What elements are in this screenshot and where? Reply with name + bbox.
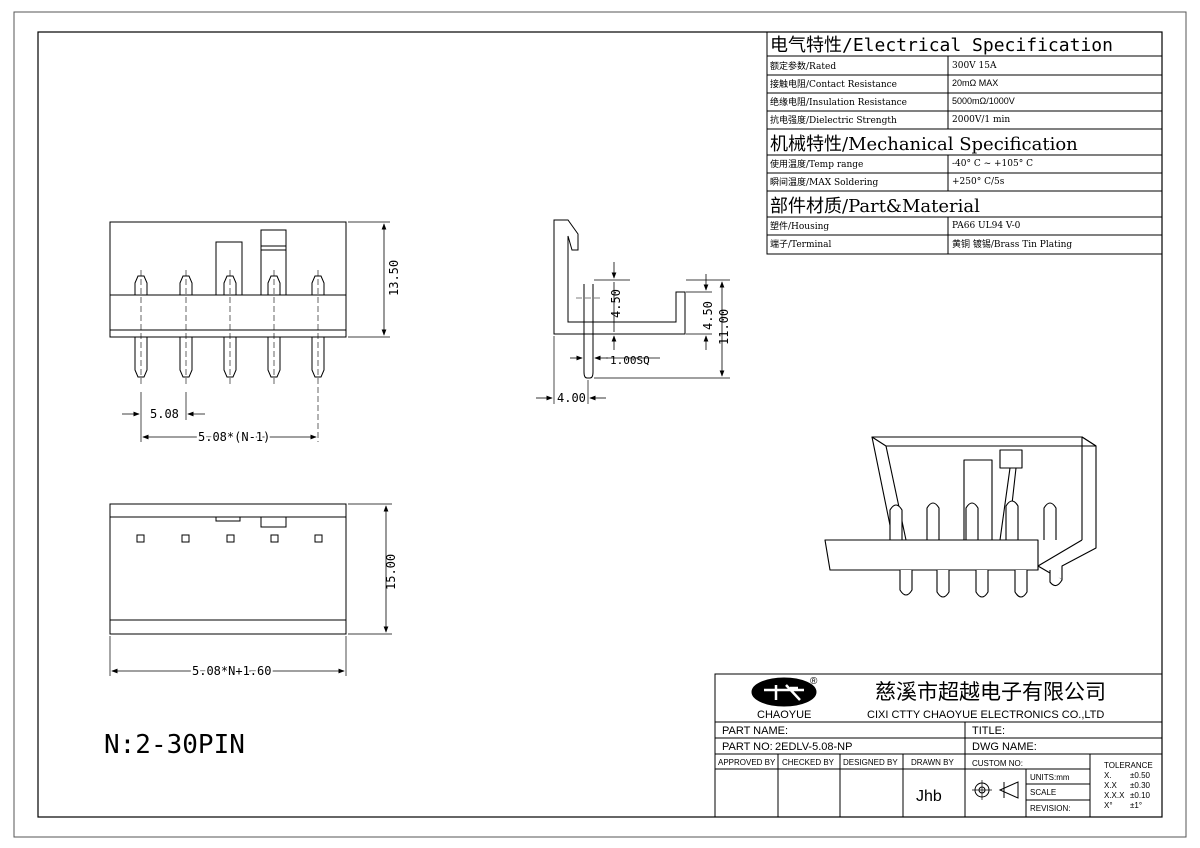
- units-label: UNITS:mm: [1030, 773, 1070, 782]
- side-pin-height-a: 4.50: [609, 289, 623, 318]
- drawn-by-value: Jhb: [916, 788, 942, 805]
- front-height-dim: 13.50: [387, 260, 401, 296]
- spec-value-temp: -40° C ~ +105° C: [952, 159, 1033, 169]
- scale-label: SCALE: [1030, 788, 1056, 797]
- spec-value-rated: 300V 15A: [952, 61, 997, 71]
- approved-by-label: APPROVED BY: [718, 758, 776, 767]
- title-block: [714, 673, 1163, 818]
- spec-label-housing: 塑件/Housing: [770, 220, 829, 232]
- part-no-label: PART NO:: [722, 741, 773, 753]
- logo-registered-mark: ®: [810, 676, 818, 687]
- side-total-height: 11.00: [717, 309, 731, 345]
- bottom-width-dim: 5.08*N+1.60: [192, 664, 271, 678]
- spec-value-contact: 20mΩ MAX: [952, 78, 998, 88]
- tolerance-key-2: X.X.X: [1104, 791, 1125, 800]
- pin-range-label: N:2-30PIN: [104, 730, 245, 760]
- outer-frame: [13, 11, 1187, 838]
- tolerance-val-3: ±1°: [1130, 801, 1142, 810]
- custom-no-label: CUSTOM NO:: [972, 759, 1023, 768]
- part-no-value: 2EDLV-5.08-NP: [775, 741, 852, 753]
- checked-by-label: CHECKED BY: [782, 758, 835, 767]
- spec-label-terminal: 端子/Terminal: [770, 238, 832, 250]
- spec-label-soldering: 瞬间温度/MAX Soldering: [770, 176, 879, 188]
- tolerance-key-0: X.: [1104, 771, 1112, 780]
- side-view: [536, 219, 730, 404]
- bottom-view: [109, 503, 392, 676]
- spec-label-insulation: 绝缘电阻/Insulation Resistance: [770, 96, 907, 108]
- material-title: 部件材质/Part&Material: [770, 196, 980, 217]
- spec-label-dielectric: 抗电强度/Dielectric Strength: [770, 114, 897, 126]
- spec-label-rated: 额定参数/Rated: [770, 60, 836, 72]
- tolerance-val-1: ±0.30: [1130, 781, 1151, 790]
- drawn-by-label: DRAWN BY: [911, 758, 954, 767]
- tolerance-key-1: X.X: [1104, 781, 1118, 790]
- company-name-cn: 慈溪市超越电子有限公司: [875, 681, 1106, 704]
- bottom-height-dim: 15.00: [384, 554, 398, 590]
- side-offset-dim: 4.00: [557, 391, 586, 405]
- pitch-total-dim: 5.08*(N-1): [198, 430, 270, 444]
- part-name-label: PART NAME:: [722, 725, 788, 737]
- tolerance-title: TOLERANCE: [1104, 761, 1153, 770]
- mechanical-spec-title: 机械特性/Mechanical Specification: [770, 134, 1078, 155]
- spec-value-terminal: 黄铜 镀锡/Brass Tin Plating: [952, 238, 1072, 250]
- isometric-view: [824, 436, 1097, 598]
- spec-value-soldering: +250° C/5s: [952, 177, 1005, 187]
- dwg-name-label: DWG NAME:: [972, 741, 1037, 753]
- side-pin-height-b: 4.50: [701, 301, 715, 330]
- pitch-dim: 5.08: [150, 407, 179, 421]
- title-label: TITLE:: [972, 725, 1005, 737]
- front-view: [109, 221, 390, 442]
- spec-table: [766, 31, 1163, 255]
- revision-label: REVISION:: [1030, 804, 1070, 813]
- tolerance-val-0: ±0.50: [1130, 771, 1151, 780]
- tolerance-key-3: X°: [1104, 801, 1113, 810]
- electrical-spec-title: 电气特性/Electrical Specification: [770, 35, 1113, 56]
- company-name-en: CIXI CTTY CHAOYUE ELECTRONICS CO.,LTD: [867, 709, 1104, 721]
- spec-label-temp: 使用温度/Temp range: [770, 158, 863, 170]
- pin-square-dim: 1.00SQ: [610, 354, 650, 367]
- company-logo-icon: [751, 677, 817, 707]
- spec-value-dielectric: 2000V/1 min: [952, 115, 1010, 125]
- inner-frame: [37, 31, 1163, 818]
- logo-text: CHAOYUE: [757, 709, 811, 721]
- tolerance-val-2: ±0.10: [1130, 791, 1151, 800]
- spec-value-insulation: 5000mΩ/1000V: [952, 96, 1015, 106]
- spec-value-housing: PA66 UL94 V-0: [952, 221, 1021, 231]
- spec-label-contact: 接触电阻/Contact Resistance: [770, 78, 897, 90]
- designed-by-label: DESIGNED BY: [843, 758, 898, 767]
